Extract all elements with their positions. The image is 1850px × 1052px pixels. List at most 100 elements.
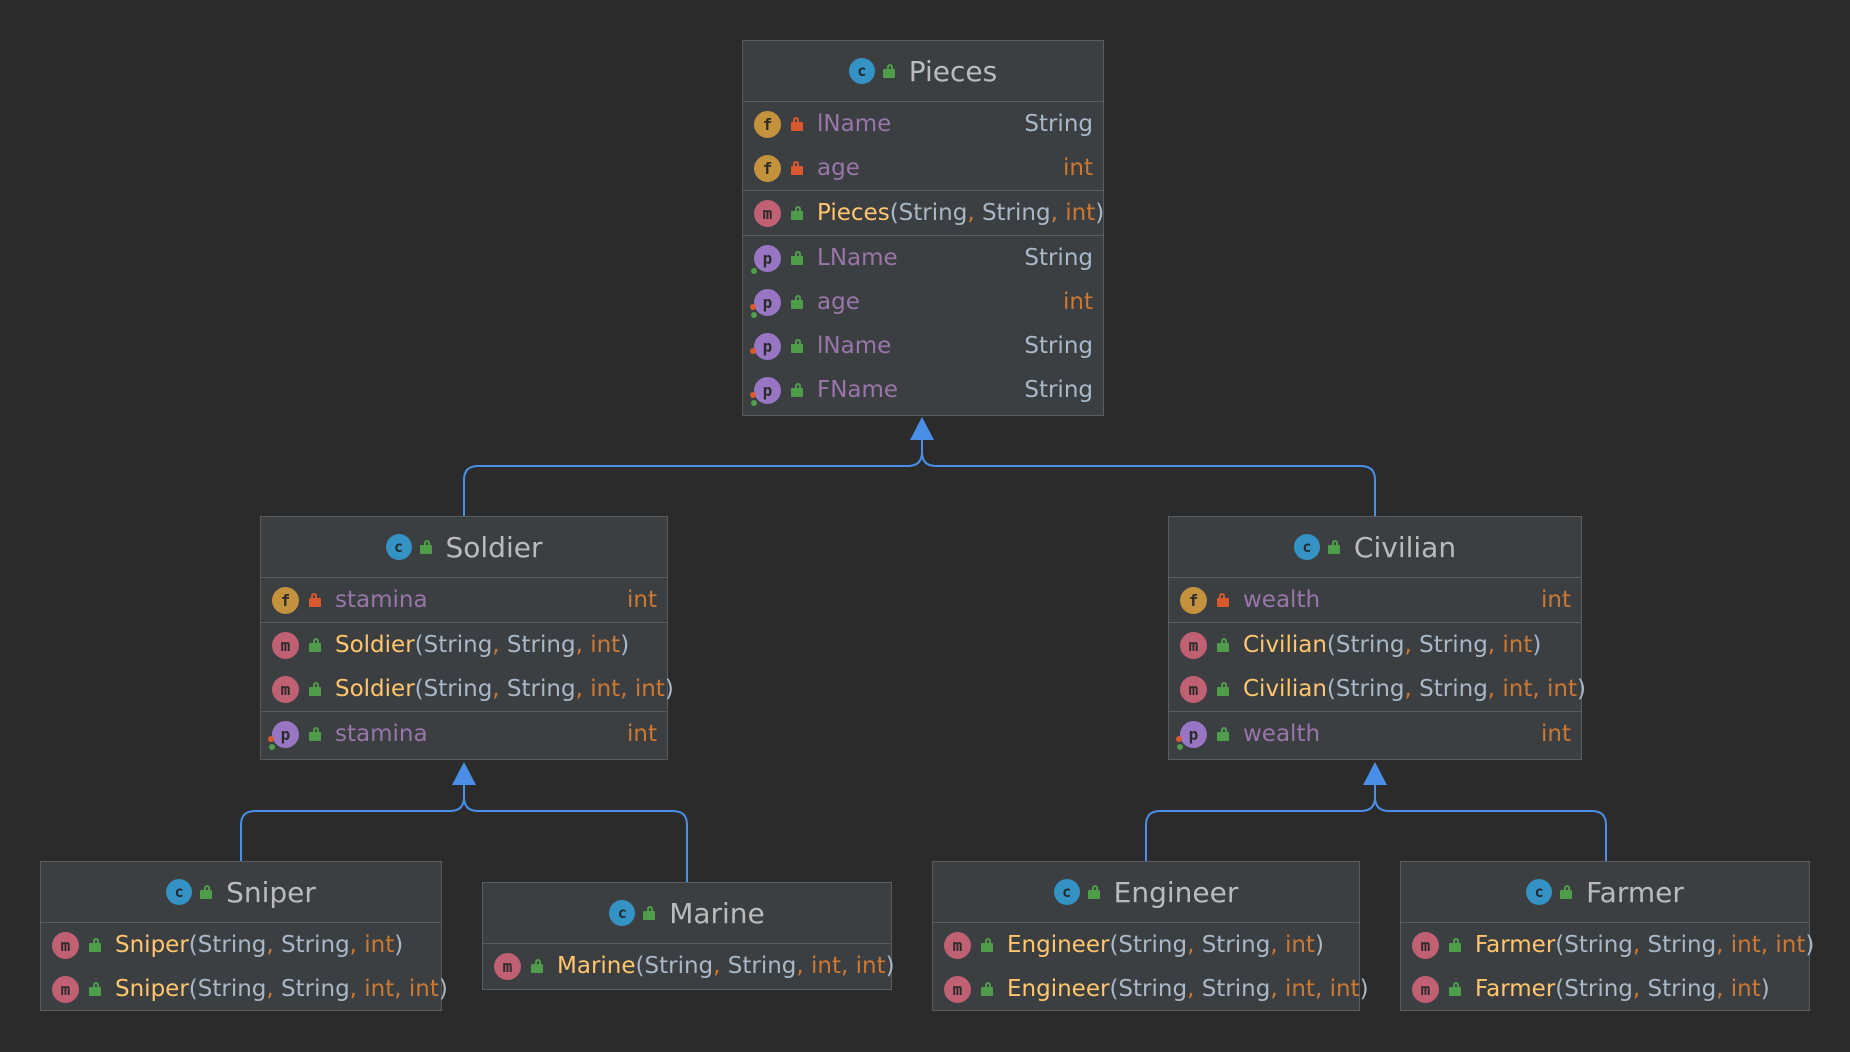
method-row[interactable]: m Sniper(String, String, int, int) <box>41 967 448 1011</box>
field-name: age <box>817 155 860 181</box>
lock-open-icon <box>89 938 101 952</box>
param-type: int <box>364 932 395 958</box>
param-type: int <box>1502 632 1533 658</box>
property-name: stamina <box>335 721 428 747</box>
properties-section: p stamina int <box>261 712 667 756</box>
lock-closed-icon <box>791 161 803 175</box>
methods-section: m Civilian(String, String, int) m Civili… <box>1169 623 1586 712</box>
property-row[interactable]: p FName String <box>743 368 1103 412</box>
method-params: (String, String, int, int) <box>188 976 448 1002</box>
class-box-sniper[interactable]: c Sniper m Sniper(String, String, int) m… <box>40 861 448 1011</box>
param-type: int <box>364 976 395 1002</box>
property-row[interactable]: p stamina int <box>261 712 667 756</box>
method-name: Sniper <box>115 976 189 1002</box>
class-header[interactable]: c Soldier <box>261 517 667 578</box>
method-row[interactable]: m Civilian(String, String, int) <box>1169 623 1581 667</box>
method-row[interactable]: m Farmer(String, String, int, int) <box>1401 923 1814 967</box>
method-name: Farmer <box>1475 976 1556 1002</box>
field-row[interactable]: f stamina int <box>261 578 667 622</box>
lock-closed-icon <box>1217 593 1229 607</box>
method-name: Farmer <box>1475 932 1556 958</box>
fields-section: f wealth int <box>1169 578 1581 623</box>
property-type: String <box>1024 377 1093 403</box>
method-row[interactable]: m Civilian(String, String, int, int) <box>1169 667 1586 711</box>
method-params: (String, String, int) <box>188 932 404 958</box>
method-row[interactable]: m Sniper(String, String, int) <box>41 923 441 967</box>
field-row[interactable]: f wealth int <box>1169 578 1581 622</box>
arrowhead-pieces <box>910 417 934 440</box>
class-header[interactable]: c Sniper <box>41 862 441 923</box>
class-box-soldier[interactable]: c Soldier f stamina int m Soldier(String… <box>260 516 674 760</box>
method-m-icon: m <box>1412 931 1439 959</box>
property-row[interactable]: p age int <box>743 280 1103 324</box>
field-f-icon: f <box>754 110 781 138</box>
method-row[interactable]: m Engineer(String, String, int, int) <box>933 967 1369 1011</box>
method-m-icon: m <box>1412 975 1439 1003</box>
class-header[interactable]: c Marine <box>483 883 891 944</box>
lock-open-icon <box>791 295 803 309</box>
method-params: (String, String, int, int) <box>414 676 674 702</box>
lock-open-icon <box>1087 885 1100 899</box>
param-type: String <box>981 200 1051 226</box>
method-row[interactable]: m Engineer(String, String, int) <box>933 923 1359 967</box>
edge-marine-soldier <box>463 785 688 882</box>
methods-section: m Sniper(String, String, int) m Sniper(S… <box>41 923 448 1011</box>
edge-sniper-soldier <box>240 785 465 861</box>
class-c-icon: c <box>166 879 193 905</box>
method-params: (String, String, int, int) <box>1555 932 1815 958</box>
property-p-icon: p <box>750 376 781 406</box>
field-row[interactable]: f age int <box>743 146 1103 190</box>
lock-open-icon <box>1217 682 1229 696</box>
param-type: String <box>1201 976 1271 1002</box>
methods-section: m Marine(String, String, int, int) <box>483 944 895 988</box>
field-name: stamina <box>335 587 428 613</box>
field-f-icon: f <box>754 154 781 182</box>
class-header[interactable]: c Civilian <box>1169 517 1581 578</box>
method-row[interactable]: m Soldier(String, String, int) <box>261 623 667 667</box>
property-row[interactable]: p wealth int <box>1169 712 1581 756</box>
field-f-icon: f <box>272 586 299 614</box>
method-row[interactable]: m Pieces(String, String, int) <box>743 191 1104 235</box>
class-header[interactable]: c Pieces <box>743 41 1103 102</box>
method-m-icon: m <box>272 631 299 659</box>
fields-section: f lName String f age int <box>743 102 1103 191</box>
property-type: int <box>1063 289 1093 315</box>
method-row[interactable]: m Marine(String, String, int, int) <box>483 944 895 988</box>
class-box-civilian[interactable]: c Civilian f wealth int m Civilian(Strin… <box>1168 516 1586 760</box>
param-type: String <box>1118 976 1188 1002</box>
method-row[interactable]: m Soldier(String, String, int, int) <box>261 667 674 711</box>
method-name: Pieces <box>817 200 890 226</box>
lock-closed-icon <box>791 117 803 131</box>
class-c-icon: c <box>1293 534 1320 560</box>
field-row[interactable]: f lName String <box>743 102 1103 146</box>
lock-open-icon <box>1217 727 1229 741</box>
param-type: String <box>898 200 968 226</box>
class-header[interactable]: c Farmer <box>1401 862 1809 923</box>
edge-civilian-pieces <box>921 440 1376 516</box>
method-m-icon: m <box>944 975 971 1003</box>
method-row[interactable]: m Farmer(String, String, int) <box>1401 967 1809 1011</box>
lock-closed-icon <box>309 593 321 607</box>
lock-open-icon <box>531 959 543 973</box>
method-name: Soldier <box>335 676 415 702</box>
class-c-icon: c <box>385 534 412 560</box>
class-box-marine[interactable]: c Marine m Marine(String, String, int, i… <box>482 882 895 990</box>
param-type: int <box>1730 976 1761 1002</box>
param-type: String <box>197 932 267 958</box>
lock-open-icon <box>1449 938 1461 952</box>
class-box-pieces[interactable]: c Pieces f lName String f age int m Piec… <box>742 40 1104 416</box>
property-row[interactable]: p LName String <box>743 236 1103 280</box>
method-m-icon: m <box>754 199 781 227</box>
property-row[interactable]: p lName String <box>743 324 1103 368</box>
method-params: (String, String, int) <box>1555 976 1770 1002</box>
property-p-icon: p <box>750 332 781 360</box>
class-box-farmer[interactable]: c Farmer m Farmer(String, String, int, i… <box>1400 861 1814 1011</box>
param-type: int <box>1329 976 1360 1002</box>
class-header[interactable]: c Engineer <box>933 862 1359 923</box>
properties-section: p wealth int <box>1169 712 1581 756</box>
method-params: (String, String, int) <box>1109 932 1324 958</box>
property-p-icon: p <box>268 720 299 750</box>
class-box-engineer[interactable]: c Engineer m Engineer(String, String, in… <box>932 861 1369 1011</box>
lock-open-icon <box>419 540 432 554</box>
property-name: lName <box>817 333 892 359</box>
